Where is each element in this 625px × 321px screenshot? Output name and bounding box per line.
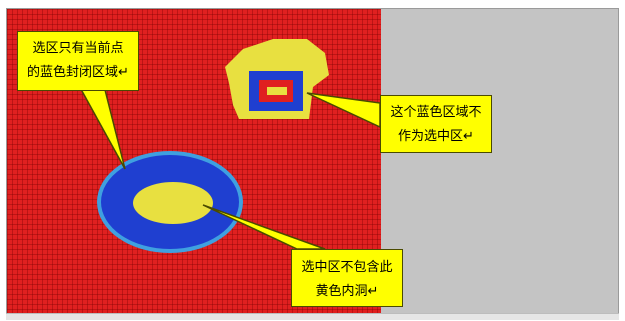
callout-text-line: 选中区不包含此 bbox=[301, 260, 393, 275]
callout-yellow-hole: 选中区不包含此 黄色内洞↵ bbox=[291, 249, 403, 307]
horizontal-scrollbar[interactable] bbox=[6, 313, 619, 320]
callout-text-line: 这个蓝色区域不 bbox=[390, 105, 482, 120]
empty-gray-area bbox=[381, 9, 618, 314]
image-frame: 选区只有当前点 的蓝色封闭区域↵ 这个蓝色区域不 作为选中区↵ 选中区不包含此 … bbox=[6, 8, 619, 315]
callout-text-line: 选区只有当前点 bbox=[32, 41, 124, 56]
callout-top-left-pointer bbox=[75, 81, 126, 170]
annotation-shapes bbox=[75, 39, 381, 253]
ring-shape bbox=[97, 151, 243, 253]
callout-not-selected-region: 这个蓝色区域不 作为选中区↵ bbox=[380, 95, 492, 153]
callout-text-line: 的蓝色封闭区域↵ bbox=[27, 65, 129, 80]
callout-right-pointer bbox=[306, 92, 381, 129]
house-shape bbox=[225, 39, 329, 119]
callout-current-region: 选区只有当前点 的蓝色封闭区域↵ bbox=[17, 31, 139, 91]
ring-yellow-hole bbox=[133, 182, 213, 224]
callout-text-line: 黄色内洞↵ bbox=[315, 284, 379, 299]
house-yellow-core bbox=[267, 87, 287, 95]
callout-text-line: 作为选中区↵ bbox=[398, 129, 474, 144]
